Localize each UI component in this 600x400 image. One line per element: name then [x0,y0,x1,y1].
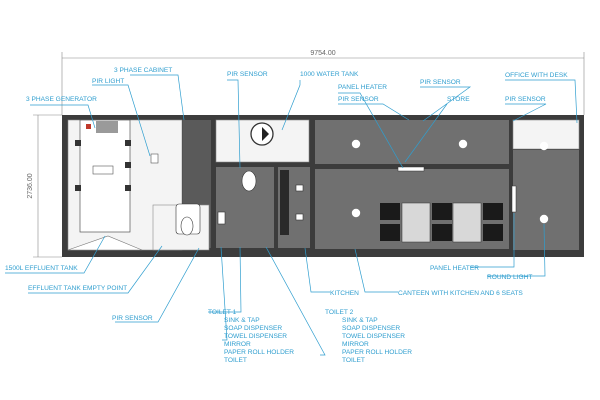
generator-bracket-1 [125,140,131,146]
office-floor [513,150,579,250]
length-dimension: 9754.00 [310,50,335,57]
generator-panel [96,121,118,133]
round-light-icon [351,208,361,218]
chair-3 [432,203,452,220]
generator-unit [79,119,131,233]
chair-5 [483,203,503,220]
label-canteen: CANTEEN WITH KITCHEN AND 6 SEATS [398,290,523,297]
toilet-2-item: MIRROR [342,341,369,348]
toilet-1-sink [217,211,226,225]
label-effluent-tank: 1500L EFFLUENT TANK [5,265,78,272]
label-pir-light: PIR LIGHT [92,78,124,85]
label-kitchen: KITCHEN [330,290,359,297]
toilet-2-list: TOILET 2 SINK & TAP SOAP DISPENSER TOWEL… [325,309,412,364]
label-panel-heater-bottom: PANEL HEATER [430,265,479,272]
toilet-2-bowl [180,216,194,236]
toilet-1-item: TOILET [224,357,247,364]
panel-heater-office [511,185,517,213]
panel-heater-store [397,166,425,172]
round-light-icon [351,139,361,149]
generator-bracket-2 [125,162,131,168]
dimension-lines [33,52,585,258]
label-three-phase-generator: 3 PHASE GENERATOR [26,96,97,103]
toilet-2-item: SINK & TAP [342,317,378,324]
round-light-icon [539,214,549,224]
generator-indicator [86,124,91,129]
label-water-tank: 1000 WATER TANK [300,71,359,78]
toilet-2-item: PAPER ROLL HOLDER [342,349,412,356]
toilet-2-item: SOAP DISPENSER [342,325,400,332]
leader-lines [5,74,578,356]
generator-base [92,165,114,175]
label-pir-sensor-1: PIR SENSOR [227,71,268,78]
label-pir-sensor-4: PIR SENSOR [505,96,546,103]
chair-2 [380,224,400,241]
pir-light-fixture [150,153,159,164]
water-tank-mark [262,127,269,141]
toilet-1-title: TOILET 1 [208,309,237,316]
toilet-1-item: TOWEL DISPENSER [224,333,287,340]
round-light-icon [539,141,549,151]
round-light-icon [458,139,468,149]
label-pir-sensor-3: PIR SENSOR [420,79,461,86]
effluent-tank-outline [67,235,143,251]
toilet-2-item: TOILET [342,357,365,364]
label-effluent-empty-point: EFFLUENT TANK EMPTY POINT [28,285,127,292]
toilet-1-item: PAPER ROLL HOLDER [224,349,294,356]
label-store: STORE [447,96,470,103]
label-pir-sensor-2: PIR SENSOR [338,96,379,103]
toilet-2-title: TOILET 2 [325,309,354,316]
toilet-1-item: SOAP DISPENSER [224,325,282,332]
toilet-1-list: TOILET 1 SINK & TAP SOAP DISPENSER TOWEL… [208,309,294,364]
generator-bracket-3 [125,185,131,191]
label-panel-heater-top: PANEL HEATER [338,84,387,91]
width-dimension: 2736.00 [27,173,34,198]
generator-bracket-4 [75,140,81,146]
label-three-phase-cabinet: 3 PHASE CABINET [114,67,172,74]
store-room [315,120,509,164]
kitchen-appliance-2 [295,213,304,221]
toilet-1-item: MIRROR [224,341,251,348]
toilet-1-item: SINK & TAP [224,317,260,324]
chair-1 [380,203,400,220]
toilet-2-item: TOWEL DISPENSER [342,333,405,340]
chair-4 [432,224,452,241]
label-round-light: ROUND LIGHT [487,274,532,281]
toilet-1-bowl [241,170,257,192]
chair-6 [483,224,503,241]
kitchen-bench [280,170,289,235]
table-2 [452,202,482,243]
label-office-with-desk: OFFICE WITH DESK [505,72,568,79]
table-1 [401,202,431,243]
generator-bracket-5 [75,185,81,191]
kitchen-appliance-1 [295,184,304,192]
label-pir-sensor-5: PIR SENSOR [112,315,153,322]
